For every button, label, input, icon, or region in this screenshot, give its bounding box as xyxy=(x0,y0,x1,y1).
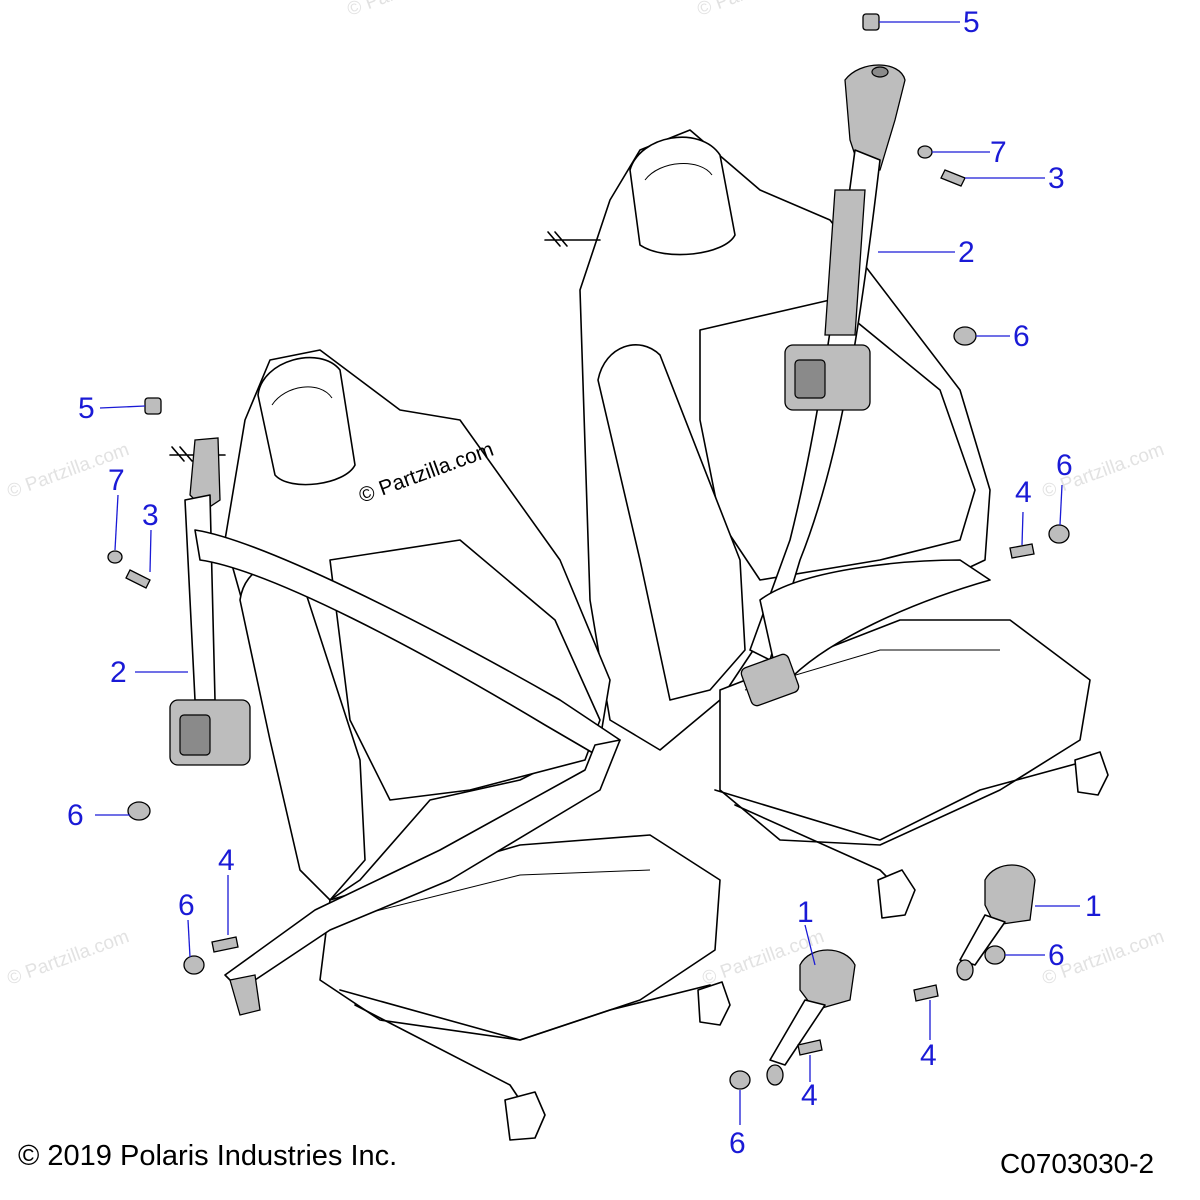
nut-6-f xyxy=(729,1070,751,1090)
callout-label: 4 xyxy=(1015,476,1032,509)
callout-label: 4 xyxy=(218,844,235,877)
bolt-3-right xyxy=(940,169,966,187)
right-seat-belt xyxy=(740,64,991,707)
svg-text:© Partzilla.com: © Partzilla.com xyxy=(695,0,822,21)
nut-5-left xyxy=(144,397,162,415)
callout-label: 5 xyxy=(78,392,95,425)
figure-id: C0703030-2 xyxy=(1000,1148,1155,1179)
svg-text:© Partzilla.com: © Partzilla.com xyxy=(5,926,132,990)
nut-6-a xyxy=(127,801,151,821)
callout-label: 4 xyxy=(801,1079,818,1112)
buckle-right xyxy=(956,864,1036,981)
callout-label: 2 xyxy=(958,236,975,269)
bolt-4-c xyxy=(913,984,939,1002)
callout-label: 7 xyxy=(990,136,1007,169)
bolt-4-d xyxy=(797,1039,823,1056)
callout-label: 7 xyxy=(108,464,125,497)
callout-label: 1 xyxy=(1085,890,1102,923)
callout-label: 3 xyxy=(142,499,159,532)
buckle-left xyxy=(766,949,856,1086)
callout-label: 4 xyxy=(920,1039,937,1072)
nut-5-right xyxy=(862,13,880,31)
callout-label: 5 xyxy=(963,6,980,39)
callout-label: 6 xyxy=(178,889,195,922)
hardware xyxy=(107,13,1070,1090)
right-seat xyxy=(544,129,1109,919)
nut-6-d xyxy=(183,955,205,975)
callout-label: 6 xyxy=(1013,320,1030,353)
callout-labels: 5 7 3 2 6 4 6 1 6 4 5 7 3 2 6 6 4 1 4 4 … xyxy=(67,6,1102,1160)
callout-label: 3 xyxy=(1048,162,1065,195)
copyright-text: © 2019 Polaris Industries Inc. xyxy=(18,1140,398,1172)
callout-label: 6 xyxy=(729,1127,746,1160)
svg-text:© Partzilla.com: © Partzilla.com xyxy=(345,0,472,21)
bolt-3-left xyxy=(125,569,151,589)
callout-label: 1 xyxy=(797,896,814,929)
bolt-4-a xyxy=(1009,543,1035,559)
nut-6-b xyxy=(953,326,977,346)
callout-label: 6 xyxy=(1056,449,1073,482)
callout-label: 2 xyxy=(110,656,127,689)
nut-7-left xyxy=(107,550,123,564)
left-seat-belt xyxy=(169,437,621,1016)
callout-label: 6 xyxy=(1048,939,1065,972)
bolt-4-b xyxy=(211,936,239,953)
callout-label: 6 xyxy=(67,799,84,832)
nut-6-e xyxy=(984,945,1006,965)
leader-lines xyxy=(95,21,1080,1125)
nut-7-right xyxy=(917,145,933,159)
nut-6-c xyxy=(1048,524,1070,544)
